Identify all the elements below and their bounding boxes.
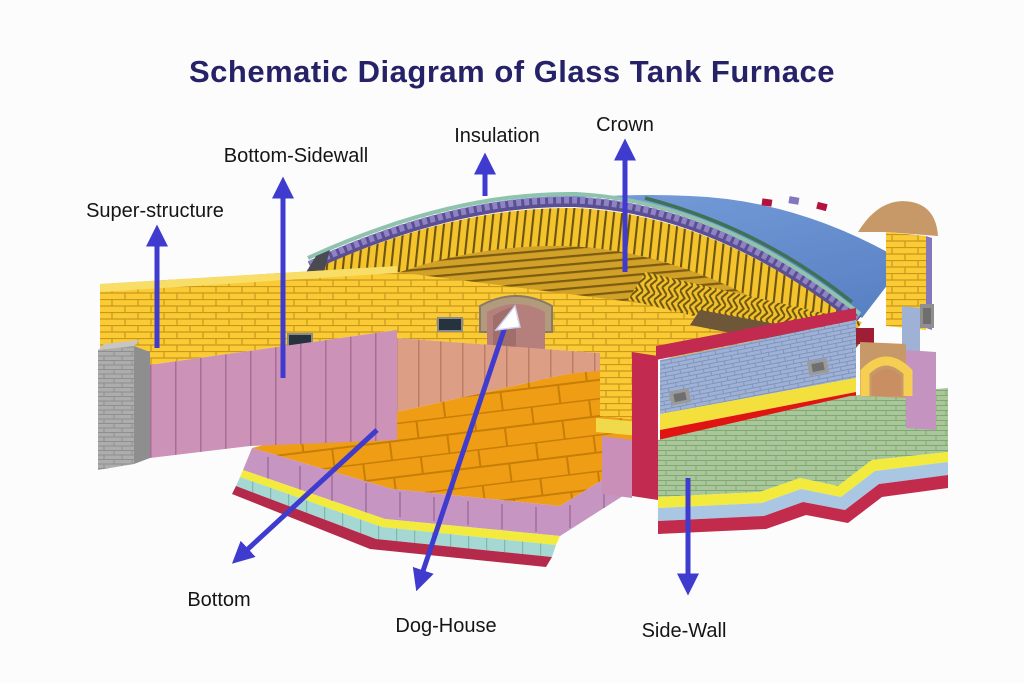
bottom-sidewall-wall bbox=[100, 330, 397, 464]
interior-sidewall-salmon bbox=[397, 338, 640, 412]
diagram-title: Schematic Diagram of Glass Tank Furnace bbox=[188, 54, 836, 89]
furnace-bottom-floor bbox=[252, 366, 648, 506]
arrow-bottom bbox=[231, 428, 379, 564]
crown-top-surface bbox=[312, 195, 905, 318]
label-dog-house: Dog-House bbox=[395, 615, 497, 637]
label-crown: Crown bbox=[596, 114, 654, 136]
right-end-structures bbox=[856, 201, 938, 430]
dog-house-pointer bbox=[494, 304, 521, 331]
insulation-layers bbox=[307, 191, 862, 324]
side-wall-assembly bbox=[596, 308, 948, 534]
buckstay-column bbox=[98, 340, 150, 470]
label-bottom-sidewall: Bottom-Sidewall bbox=[223, 145, 369, 167]
label-insulation: Insulation bbox=[454, 125, 540, 147]
side-wall-green bbox=[658, 388, 948, 497]
crown-arch-bricks bbox=[312, 207, 856, 352]
annotation-arrows bbox=[145, 138, 700, 596]
label-bottom: Bottom bbox=[187, 589, 251, 611]
label-super-structure: Super-structure bbox=[86, 200, 224, 222]
label-side-wall: Side-Wall bbox=[641, 620, 727, 642]
arch-springer bbox=[305, 250, 330, 276]
burner-port-back bbox=[437, 317, 463, 332]
bottom-cutaway-layers bbox=[232, 448, 648, 567]
arrow-dog-house bbox=[412, 323, 509, 592]
super-structure-wall bbox=[100, 266, 397, 372]
